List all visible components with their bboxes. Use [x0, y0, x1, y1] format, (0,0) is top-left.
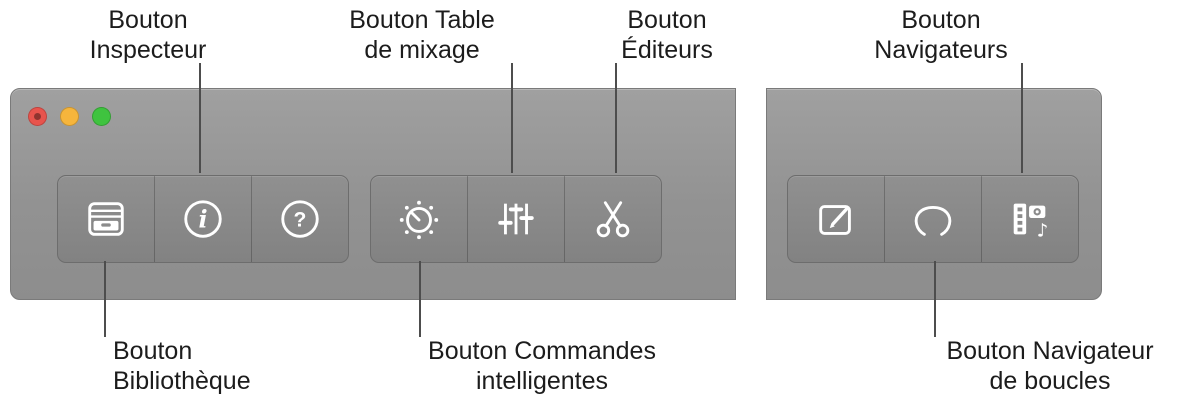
callout-line-browsers [1021, 63, 1023, 173]
window-minimize-button[interactable] [60, 107, 79, 126]
window-zoom-button[interactable] [92, 107, 111, 126]
callout-library-label: Bouton Bibliothèque [113, 336, 333, 396]
callout-mixer-label: Bouton Table de mixage [327, 5, 517, 65]
button-group-middle [370, 175, 662, 263]
callout-text-line: Bouton Navigateur [946, 337, 1154, 365]
callout-loop-browser-label: Bouton Navigateur de boucles [930, 336, 1170, 396]
library-button[interactable] [58, 176, 154, 262]
callout-text-line: Bouton [901, 6, 981, 34]
button-group-left: i ? [57, 175, 349, 263]
callout-text-line: Bouton [113, 337, 193, 365]
mixer-faders-icon [498, 203, 534, 235]
inspector-button[interactable]: i [154, 176, 251, 262]
editors-button[interactable] [564, 176, 661, 262]
callout-text-line: Éditeurs [621, 36, 713, 64]
loop-browser-button[interactable] [884, 176, 981, 262]
window-close-button[interactable] [28, 107, 47, 126]
smart-controls-knob-icon [399, 200, 439, 240]
callout-editors-label: Bouton Éditeurs [572, 5, 762, 65]
help-button[interactable]: ? [251, 176, 348, 262]
callout-browsers-label: Bouton Navigateurs [846, 5, 1036, 65]
smart-controls-button[interactable] [371, 176, 467, 262]
button-group-right: ♪ [787, 175, 1079, 263]
media-browser-icon: ♪ [1013, 203, 1049, 241]
callout-inspector-label: Bouton Inspecteur [58, 5, 238, 65]
loop-browser-icon [914, 205, 952, 236]
note-pad-button[interactable] [788, 176, 884, 262]
note-pad-icon [819, 205, 851, 235]
callout-text-line: intelligentes [475, 367, 609, 395]
callout-text-line: Bibliothèque [113, 367, 251, 395]
callout-line-smart-controls [419, 261, 421, 337]
callout-line-library [104, 261, 106, 337]
scissors-icon [596, 201, 630, 238]
callout-text-line: Bouton Table [349, 6, 495, 34]
callout-text-line: Bouton [108, 6, 188, 34]
info-glyph: i [198, 206, 207, 234]
callout-line-loop-browser [934, 261, 936, 337]
callout-smart-controls-label: Bouton Commandes intelligentes [427, 336, 657, 396]
info-icon: i [184, 200, 222, 238]
close-dot-icon [34, 113, 41, 120]
callout-text-line: de mixage [364, 36, 480, 64]
callout-text-line: de boucles [989, 367, 1111, 395]
help-glyph: ? [294, 209, 307, 232]
callout-line-mixer [511, 63, 513, 173]
callout-line-inspector [199, 63, 201, 173]
callout-text-line: Navigateurs [874, 36, 1008, 64]
window-controls [28, 107, 111, 126]
music-note-glyph: ♪ [1037, 220, 1049, 241]
help-icon: ? [281, 200, 319, 238]
callout-text-line: Bouton Commandes [428, 337, 656, 365]
media-browser-button[interactable]: ♪ [981, 176, 1078, 262]
callout-text-line: Inspecteur [89, 36, 207, 64]
library-icon [88, 202, 124, 236]
callout-line-editors [615, 63, 617, 173]
toolbar-left-section: i ? [10, 88, 736, 300]
mixer-button[interactable] [467, 176, 564, 262]
callout-text-line: Bouton [627, 6, 707, 34]
